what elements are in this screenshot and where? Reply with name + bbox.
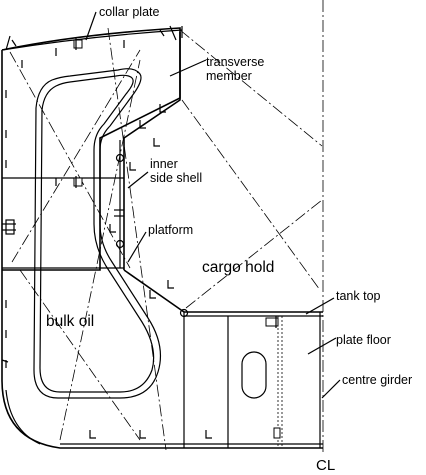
bulk-oil-tank-outer	[33, 68, 161, 399]
label-bulk-oil: bulk oil	[46, 313, 94, 330]
scallop-1	[115, 153, 125, 163]
stiffener-symbols	[5, 40, 212, 439]
bilge-line	[5, 389, 41, 445]
label-cargo-hold: cargo hold	[202, 259, 274, 276]
bulk-oil-tank-inner	[39, 74, 155, 393]
label-transverse-member-1: transverse	[206, 55, 264, 69]
centreline-symbol: CL	[316, 457, 335, 474]
leader-inner-side-shell	[127, 171, 149, 189]
wing-bracket	[2, 219, 16, 235]
deck-knuckle-2	[159, 25, 177, 41]
leader-collar-plate	[85, 11, 97, 41]
leader-tank-top	[305, 297, 335, 315]
scallop-2	[115, 239, 125, 249]
diag-8	[179, 29, 323, 147]
label-transverse-member-2: member	[206, 69, 252, 83]
leader-centre-girder	[321, 379, 341, 399]
lower-hopper	[123, 269, 185, 313]
diag-3	[19, 269, 141, 441]
label-plate-floor: plate floor	[336, 333, 391, 347]
collar-plate-symbols	[73, 38, 281, 439]
label-inner-side-shell-2: side shell	[150, 171, 202, 185]
diag-4	[59, 59, 141, 441]
label-inner-side-shell-1: inner	[150, 157, 178, 171]
leader-plate-floor	[307, 337, 337, 355]
diag-5	[107, 27, 167, 451]
leader-lines	[85, 11, 341, 399]
label-platform: platform	[148, 223, 193, 237]
diag-2	[11, 49, 141, 263]
centreline-symbol-text: CL	[316, 457, 335, 474]
lightening-hole	[241, 351, 267, 399]
bilge-tick	[1, 359, 9, 363]
leader-transverse-member	[169, 59, 207, 77]
hull-outer-shell	[1, 270, 323, 449]
upper-hopper	[123, 32, 181, 139]
leader-platform	[127, 231, 147, 263]
deck-line	[1, 29, 183, 51]
scallop-3	[179, 308, 189, 318]
diag-7	[185, 199, 323, 309]
label-tank-top: tank top	[336, 289, 381, 303]
diag-6	[181, 99, 321, 291]
label-collar-plate: collar plate	[99, 5, 159, 19]
deck-knuckle	[5, 35, 17, 51]
label-centre-girder: centre girder	[342, 373, 412, 387]
